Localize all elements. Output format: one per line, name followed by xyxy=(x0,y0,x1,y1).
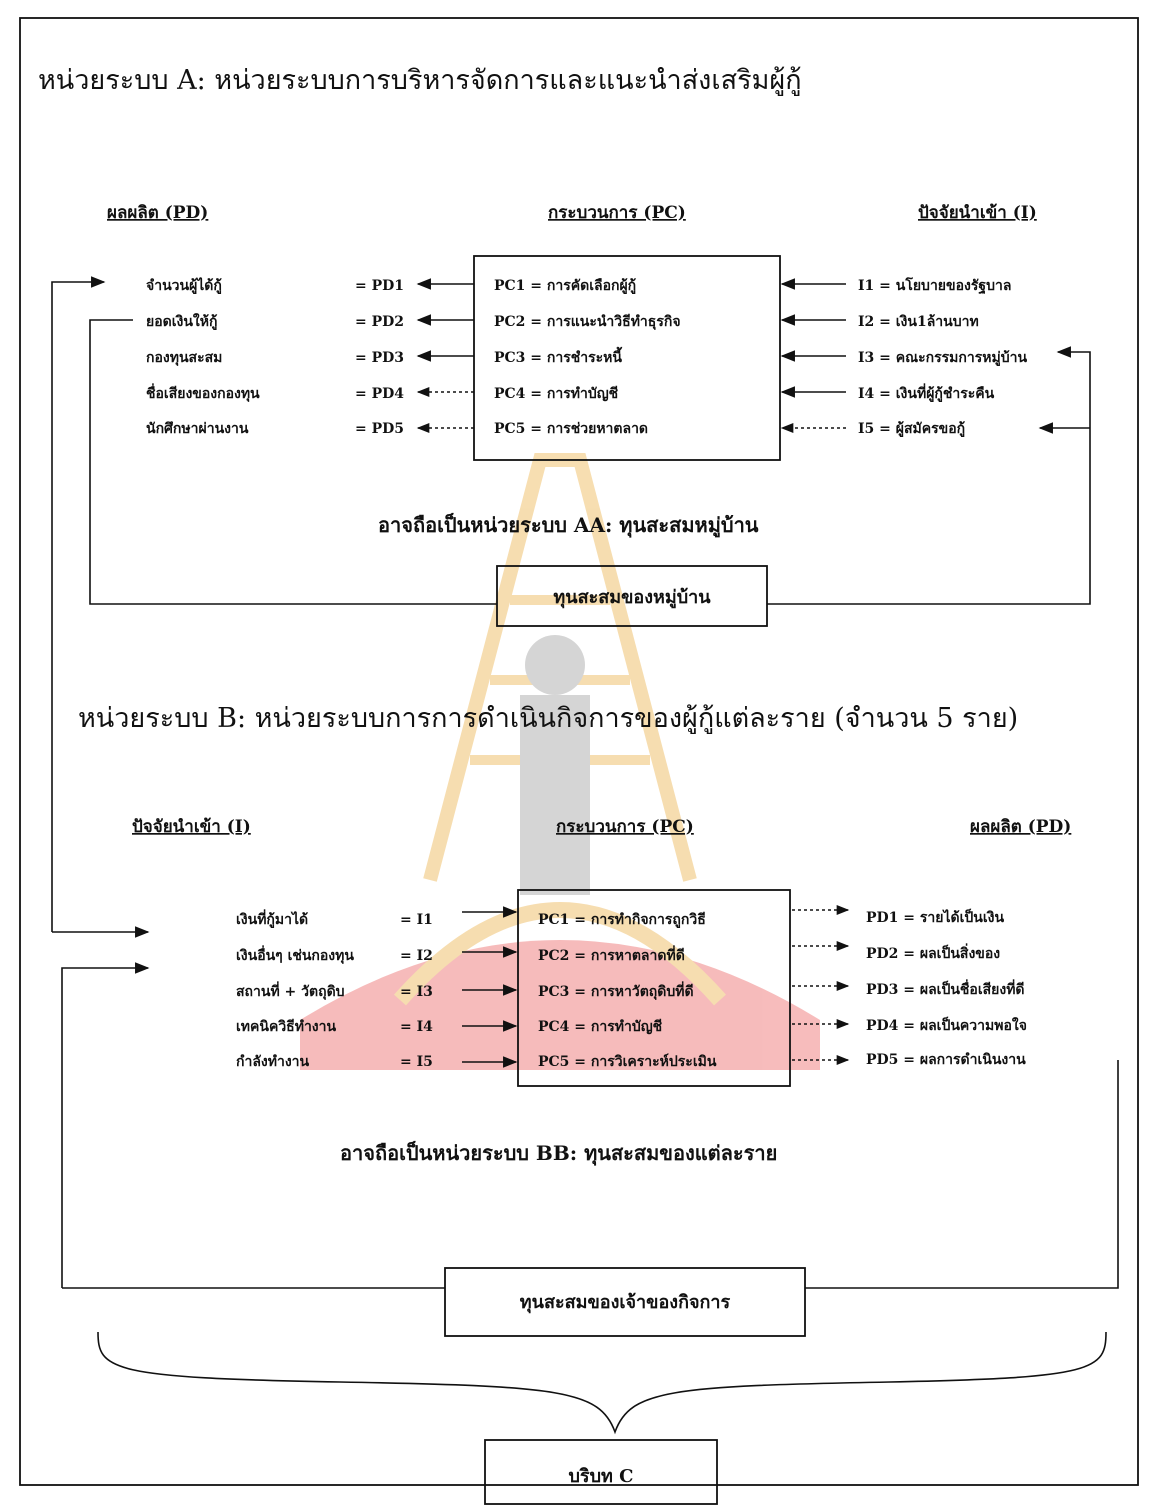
system-b-process-item: PC2 = การหาตลาดที่ดี xyxy=(538,945,685,964)
system-b-input-code: = I5 xyxy=(400,1054,433,1070)
system-a-input-header: ปัจจัยนำเข้า (I) xyxy=(918,203,1037,223)
system-b-input-label: สถานที่ + วัตถุดิบ xyxy=(236,981,345,1000)
system-b-input-list: เงินที่กู้มาได้ = I1 เงินอื่นๆ เช่นกองทุ… xyxy=(236,909,433,1070)
system-a-output-label: จำนวนผู้ได้กู้ xyxy=(146,276,222,294)
owner-capital-right-line xyxy=(805,1060,1119,1289)
system-a-input-item: I3 = คณะกรรมการหมู่บ้าน xyxy=(858,350,1027,366)
system-a-output-code: = PD5 xyxy=(355,421,404,437)
system-a-input-item: I4 = เงินที่ผู้กู้ชำระคืน xyxy=(858,383,995,402)
village-capital-box xyxy=(496,565,768,627)
system-b-input-label: เงินอื่นๆ เช่นกองทุน xyxy=(236,945,354,964)
system-b-input-code: = I2 xyxy=(400,948,433,964)
outer-frame xyxy=(19,17,1139,1486)
village-capital-to-committee-arrow xyxy=(767,346,1091,605)
system-b-input-header: ปัจจัยนำเข้า (I) xyxy=(132,817,251,837)
left-loop-to-output-arrow xyxy=(51,276,106,932)
system-a-process-item: PC5 = การช่วยหาตลาด xyxy=(494,421,648,437)
system-a-heading: หน่วยระบบ A: หน่วยระบบการบริหารจัดการและ… xyxy=(38,65,802,96)
system-b-process-item: PC3 = การหาวัตถุดิบที่ดี xyxy=(538,981,694,1000)
village-capital-label: ทุนสะสมของหมู่บ้าน xyxy=(553,587,711,609)
system-b-heading: หน่วยระบบ B: หน่วยระบบการการดำเนินกิจการ… xyxy=(78,703,1018,734)
system-b-process-item: PC5 = การวิเคราะห์ประเมิน xyxy=(538,1053,717,1070)
system-b-process-box xyxy=(517,889,791,1087)
system-b-output-item: PD5 = ผลการดำเนินงาน xyxy=(866,1052,1026,1068)
system-a-output-code: = PD3 xyxy=(355,350,404,366)
system-a-output-code: = PD2 xyxy=(355,314,404,330)
system-b-output-item: PD3 = ผลเป็นชื่อเสียงที่ดี xyxy=(866,979,1025,998)
system-a-process-item: PC3 = การชำระหนี้ xyxy=(494,346,622,366)
system-a-input-item: I5 = ผู้สมัครขอกู้ xyxy=(858,421,965,437)
system-b-input-code: = I4 xyxy=(400,1019,433,1035)
system-a-output-label: ชื่อเสียงของกองทุน xyxy=(146,383,260,402)
system-b-input-label: เทคนิควิธีทำงาน xyxy=(236,1019,337,1035)
output-to-village-capital-line xyxy=(89,319,497,605)
system-b-process-header: กระบวนการ (PC) xyxy=(556,817,694,837)
system-a-process-item: PC2 = การแนะนำวิธีทำธุรกิจ xyxy=(494,314,681,330)
system-a-output-header: ผลผลิต (PD) xyxy=(107,203,208,223)
system-b-input-arrows xyxy=(462,906,518,1068)
system-b-process-item: PC4 = การทำบัญชี xyxy=(538,1019,663,1035)
system-a-output-label: ยอดเงินให้กู้ xyxy=(146,312,217,330)
system-a-process-box xyxy=(473,255,781,461)
system-b-process-item: PC1 = การทำกิจการถูกวิธี xyxy=(538,912,706,928)
system-a-process-header: กระบวนการ (PC) xyxy=(548,203,686,223)
system-a-input-arrows xyxy=(780,278,846,434)
system-a-process-item: PC1 = การคัดเลือกผู้กู้ xyxy=(494,278,636,294)
system-b-process-list: PC1 = การทำกิจการถูกวิธี PC2 = การหาตลาด… xyxy=(538,912,717,1070)
context-label: บริบท C xyxy=(569,1466,634,1487)
context-box xyxy=(484,1439,718,1505)
system-b-output-item: PD2 = ผลเป็นสิ่งของ xyxy=(866,943,1000,962)
system-a-input-list: I1 = นโยบายของรัฐบาล I2 = เงิน1ล้านบาท I… xyxy=(858,276,1027,437)
system-a-output-label: กองทุนสะสม xyxy=(146,350,222,366)
owner-capital-box xyxy=(444,1267,806,1337)
system-b-input-label: เงินที่กู้มาได้ xyxy=(236,909,308,928)
owner-capital-to-input-arrow xyxy=(61,962,150,1288)
system-a-output-list: จำนวนผู้ได้กู้ = PD1 ยอดเงินให้กู้ = PD2… xyxy=(146,276,404,437)
system-a-process-list: PC1 = การคัดเลือกผู้กู้ PC2 = การแนะนำวิ… xyxy=(494,278,681,437)
system-b-input-code: = I1 xyxy=(400,912,433,928)
owner-capital-label: ทุนสะสมของเจ้าของกิจการ xyxy=(520,1292,731,1314)
system-a-output-code: = PD1 xyxy=(355,278,404,294)
system-a-output-code: = PD4 xyxy=(355,386,404,402)
context-brace xyxy=(97,1331,1107,1435)
system-b-input-code: = I3 xyxy=(400,984,433,1000)
system-a-output-arrows xyxy=(416,278,474,434)
system-b-caption: อาจถือเป็นหน่วยระบบ BB: ทุนสะสมของแต่ละร… xyxy=(340,1140,777,1166)
system-b-output-header: ผลผลิต (PD) xyxy=(970,817,1071,837)
system-a-input-item: I1 = นโยบายของรัฐบาล xyxy=(858,276,1011,295)
system-a-caption: อาจถือเป็นหน่วยระบบ AA: ทุนสะสมหมู่บ้าน xyxy=(378,512,759,539)
system-a-output-label: นักศึกษาผ่านงาน xyxy=(146,420,249,437)
system-b-output-item: PD4 = ผลเป็นความพอใจ xyxy=(866,1016,1027,1034)
system-b-output-item: PD1 = รายได้เป็นเงิน xyxy=(866,908,1004,926)
system-b-input-label: กำลังทำงาน xyxy=(236,1054,310,1070)
university-watermark xyxy=(300,453,820,1070)
system-b-output-list: PD1 = รายได้เป็นเงิน PD2 = ผลเป็นสิ่งของ… xyxy=(866,908,1027,1068)
system-a-process-item: PC4 = การทำบัญชี xyxy=(494,386,619,402)
system-a-input-item: I2 = เงิน1ล้านบาท xyxy=(858,314,979,330)
